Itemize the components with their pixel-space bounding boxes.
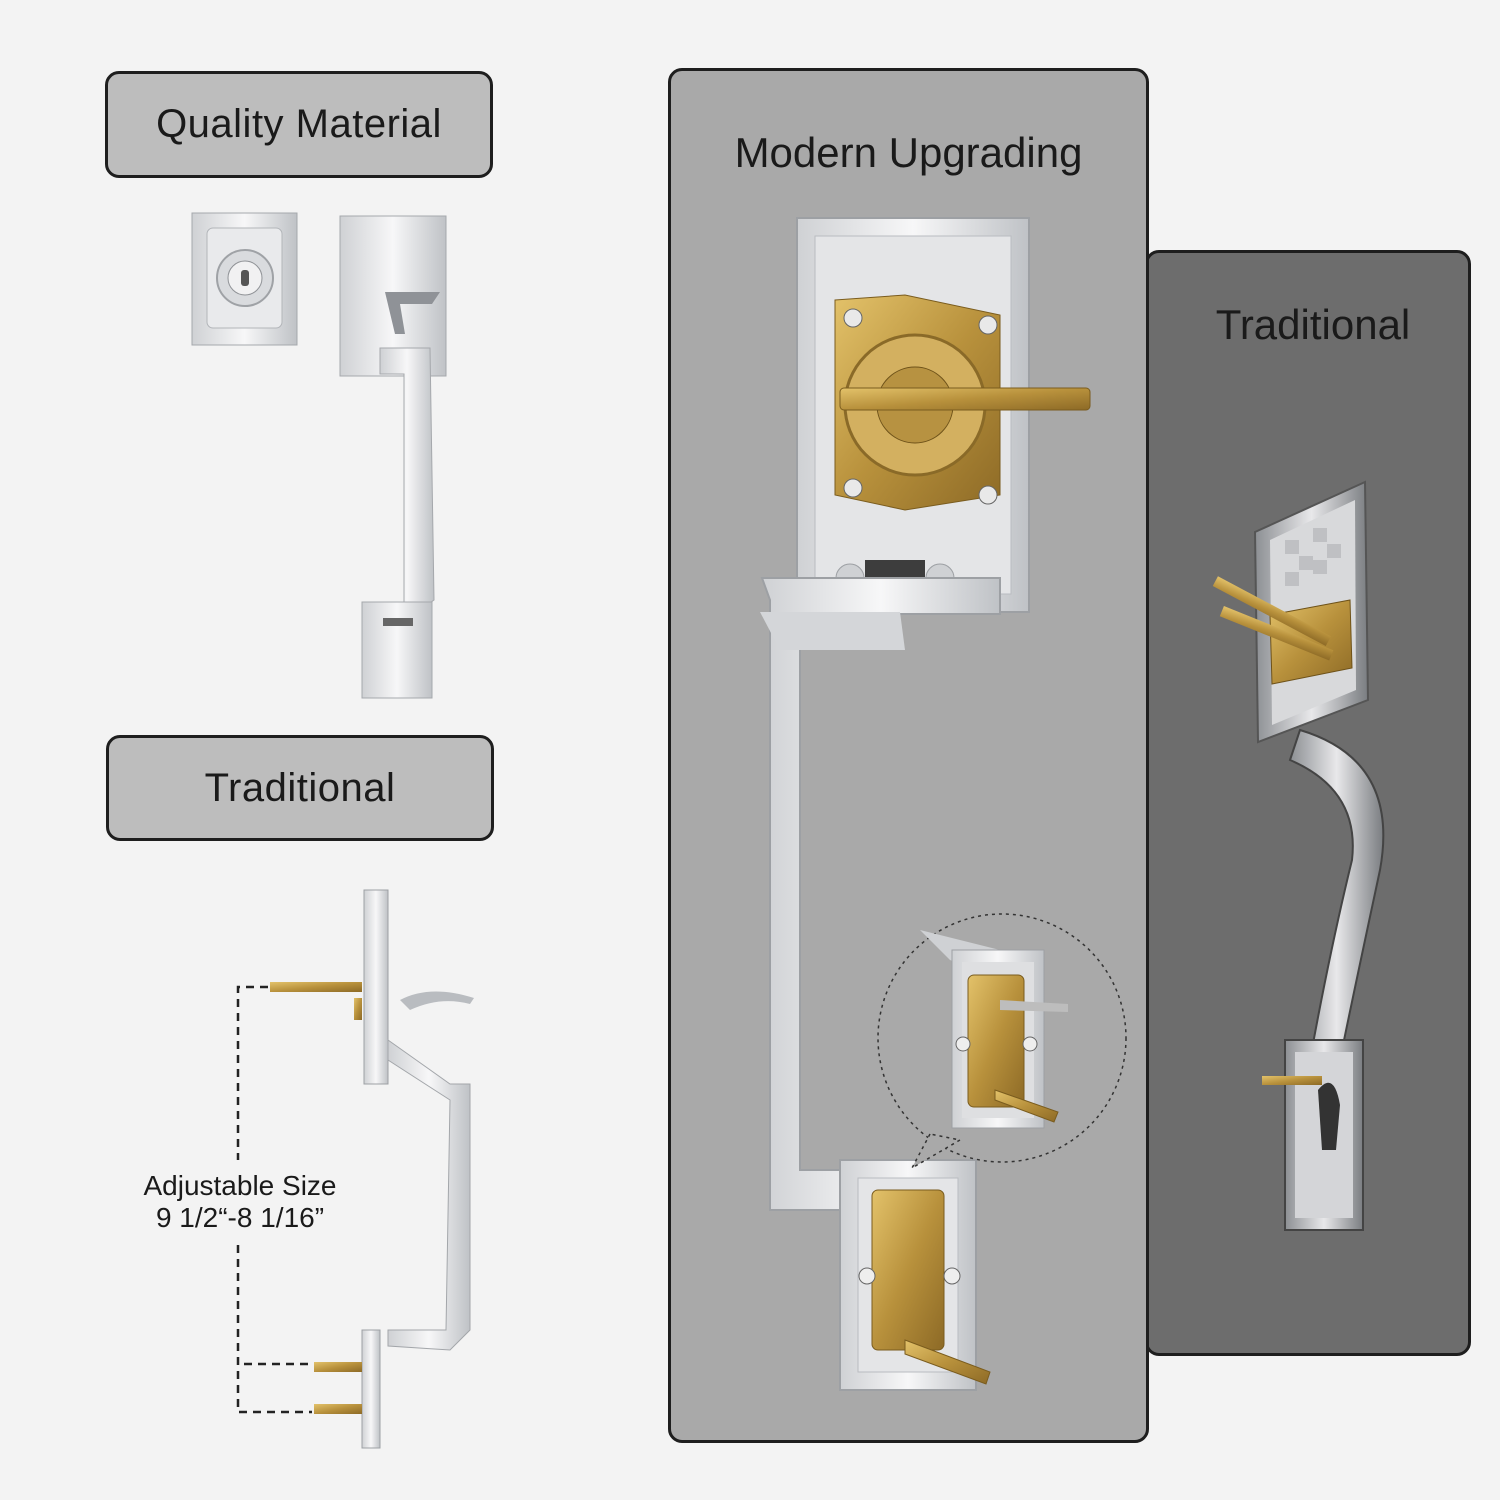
adjustable-size-label: Adjustable Size 9 1/2“-8 1/16” — [110, 1170, 370, 1234]
traditional-handleset-icon — [1212, 480, 1385, 1231]
modern-handleset-icon — [760, 217, 1091, 1391]
handleset-icon — [339, 215, 447, 699]
adjustable-size-range: 9 1/2“-8 1/16” — [155, 1202, 325, 1234]
side-view-handle-icon — [270, 889, 474, 1449]
adjustable-size-title: Adjustable Size — [143, 1170, 337, 1201]
quality-material-label: Quality Material — [105, 71, 493, 178]
modern-upgrading-title: Modern Upgrading — [734, 129, 1083, 176]
deadbolt-icon — [191, 212, 298, 346]
traditional-panel-title: Traditional — [1215, 301, 1411, 348]
dimension-line — [236, 985, 312, 1414]
zoom-inset-icon — [877, 913, 1127, 1170]
traditional-label: Traditional — [106, 735, 494, 841]
